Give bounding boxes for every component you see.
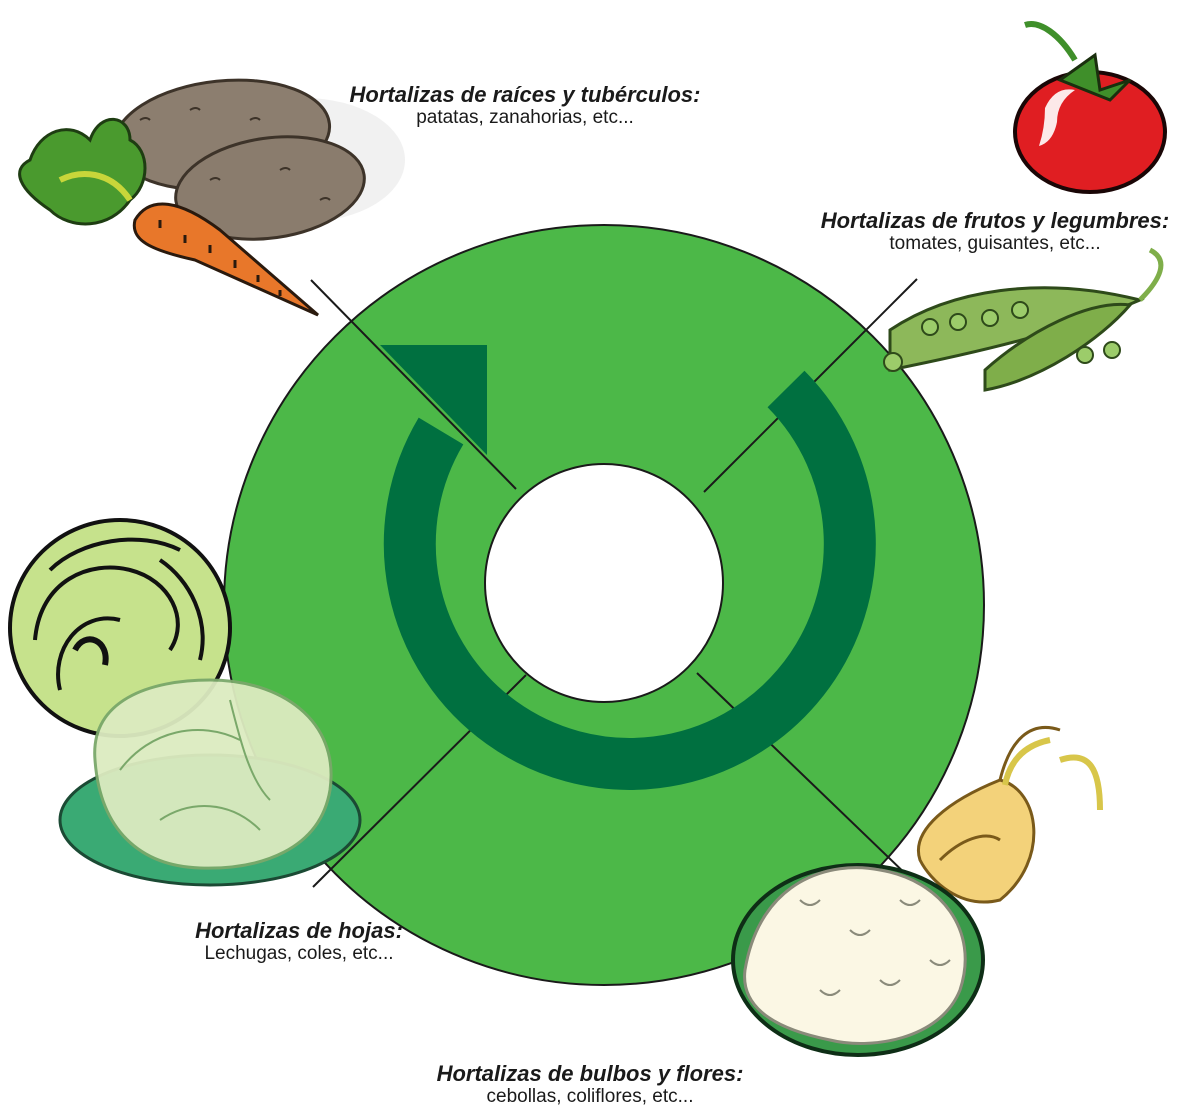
- label-leaves: Hortalizas de hojas: Lechugas, coles, et…: [185, 919, 413, 965]
- tomato-icon: [1015, 24, 1165, 192]
- label-bulbs: Hortalizas de bulbos y flores: cebollas,…: [422, 1062, 758, 1108]
- center-hole: [485, 464, 723, 702]
- label-fruits-title: Hortalizas de frutos y legumbres:: [817, 209, 1173, 233]
- label-bulbs-desc: cebollas, coliflores, etc...: [422, 1086, 758, 1108]
- label-fruits-desc: tomates, guisantes, etc...: [817, 233, 1173, 255]
- label-fruits: Hortalizas de frutos y legumbres: tomate…: [817, 209, 1173, 255]
- label-bulbs-title: Hortalizas de bulbos y flores:: [422, 1062, 758, 1086]
- label-leaves-desc: Lechugas, coles, etc...: [185, 943, 413, 965]
- label-roots-desc: patatas, zanahorias, etc...: [345, 107, 705, 129]
- peas-icon: [884, 250, 1161, 390]
- cauliflower-icon: [733, 865, 983, 1055]
- label-roots: Hortalizas de raíces y tubérculos: patat…: [345, 83, 705, 129]
- label-roots-title: Hortalizas de raíces y tubérculos:: [345, 83, 705, 107]
- label-leaves-title: Hortalizas de hojas:: [185, 919, 413, 943]
